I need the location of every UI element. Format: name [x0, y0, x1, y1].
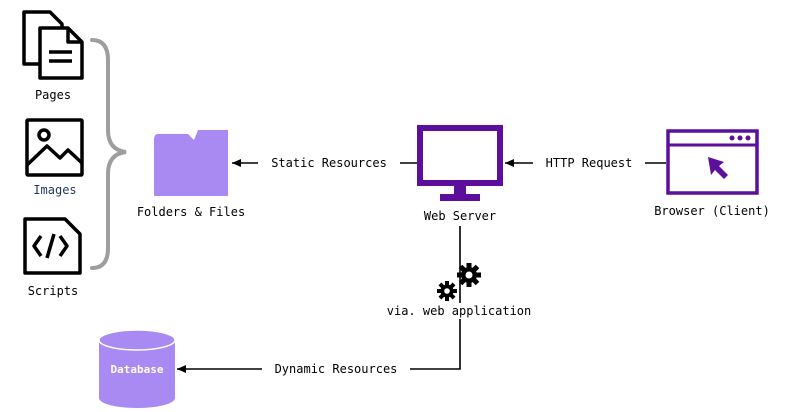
database-label: Database [111, 363, 164, 376]
static-resources-label: Static Resources [271, 156, 387, 170]
documents-icon [22, 10, 84, 80]
pages-label: Pages [35, 88, 71, 102]
images-label: Images [33, 183, 76, 197]
folder-icon [154, 130, 228, 196]
code-file-icon [23, 217, 82, 275]
http-request-label: HTTP Request [546, 156, 633, 170]
dynamic-resources-connector [177, 226, 461, 373]
browser-client-label: Browser (Client) [654, 204, 770, 218]
database-icon [98, 329, 176, 408]
folders-files-label: Folders & Files [137, 205, 245, 219]
browser-window-icon [666, 129, 759, 195]
web-server-label: Web Server [424, 209, 496, 223]
dynamic-resources-label: Dynamic Resources [275, 362, 398, 376]
scripts-label: Scripts [28, 284, 79, 298]
image-icon [25, 118, 84, 177]
grouping-brace [90, 38, 127, 270]
gears-icon [437, 263, 481, 301]
monitor-icon [417, 125, 503, 201]
via-web-application-label: via. web application [387, 304, 532, 318]
